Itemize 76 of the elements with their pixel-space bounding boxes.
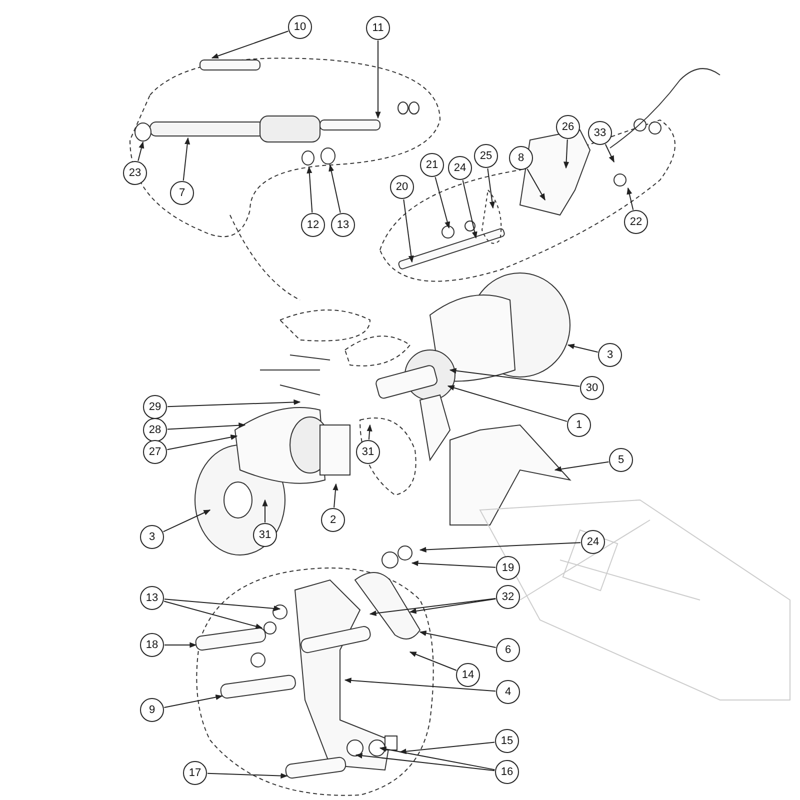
leader-line <box>332 483 338 508</box>
leader-line <box>419 630 496 648</box>
callout-number: 4 <box>496 680 520 704</box>
leader-line <box>564 138 570 169</box>
callout-number: 2 <box>321 508 345 532</box>
callout-number: 19 <box>496 556 520 580</box>
callout-number: 9 <box>140 698 164 722</box>
leader-line <box>366 424 372 440</box>
callout-number: 15 <box>495 729 519 753</box>
leader-line <box>182 137 190 182</box>
callout-number: 21 <box>420 153 444 177</box>
leader-line <box>409 598 496 614</box>
leader-line <box>447 385 568 422</box>
callout-number: 13 <box>140 586 164 610</box>
leader-line <box>526 168 546 201</box>
leader-line <box>262 499 268 523</box>
callout-number: 7 <box>170 181 194 205</box>
leader-line <box>344 678 496 692</box>
leader-line <box>434 176 450 229</box>
leader-line <box>167 399 301 408</box>
callout-number: 13 <box>331 213 355 237</box>
leader-line <box>554 461 610 472</box>
leader-line <box>403 198 414 263</box>
callout-number: 20 <box>390 175 414 199</box>
leader-line <box>419 542 582 552</box>
callout-number: 17 <box>183 761 207 785</box>
leader-line <box>166 434 238 450</box>
callout-number: 22 <box>624 210 648 234</box>
callout-number: 8 <box>509 146 533 170</box>
callout-number: 29 <box>143 395 167 419</box>
leader-line <box>399 742 496 754</box>
callout-number: 1 <box>567 413 591 437</box>
callout-number: 16 <box>495 760 519 784</box>
callout-number: 3 <box>598 343 622 367</box>
callout-number: 10 <box>288 15 312 39</box>
callout-number: 11 <box>366 16 390 40</box>
leader-line <box>409 652 457 671</box>
leader-line <box>626 187 634 210</box>
leader-line <box>164 694 223 708</box>
callout-number: 24 <box>581 530 605 554</box>
leader-line <box>449 368 580 387</box>
leader-line <box>604 144 614 163</box>
leader-line <box>164 600 263 630</box>
leader-line <box>211 30 289 59</box>
leader-line <box>306 166 313 214</box>
callout-number: 27 <box>143 440 167 464</box>
callout-number: 31 <box>356 440 380 464</box>
callout-number: 12 <box>301 213 325 237</box>
callout-number: 3 <box>140 525 164 549</box>
leader-line <box>162 510 211 532</box>
leader-line <box>375 40 381 119</box>
leader-line <box>462 180 478 239</box>
callout-number: 25 <box>474 144 498 168</box>
leader-line <box>369 598 496 616</box>
leader-line <box>355 752 496 772</box>
leader-line <box>164 598 281 612</box>
leader-line <box>164 642 197 648</box>
leader-line <box>487 168 495 209</box>
leader-line <box>207 772 288 779</box>
callout-number: 14 <box>456 663 480 687</box>
callout-number: 23 <box>123 161 147 185</box>
callout-number: 28 <box>143 418 167 442</box>
leader-line <box>138 141 144 162</box>
callout-number: 5 <box>609 448 633 472</box>
callout-number: 18 <box>140 633 164 657</box>
callout-number: 32 <box>496 585 520 609</box>
callout-number: 26 <box>556 115 580 139</box>
leader-line <box>379 746 496 770</box>
leader-line <box>328 164 341 214</box>
leader-line <box>166 422 246 430</box>
callout-number: 6 <box>496 638 520 662</box>
leader-line <box>567 344 598 353</box>
callout-number: 24 <box>448 156 472 180</box>
callout-number: 33 <box>588 121 612 145</box>
leader-line <box>411 560 496 568</box>
callout-number: 30 <box>580 376 604 400</box>
